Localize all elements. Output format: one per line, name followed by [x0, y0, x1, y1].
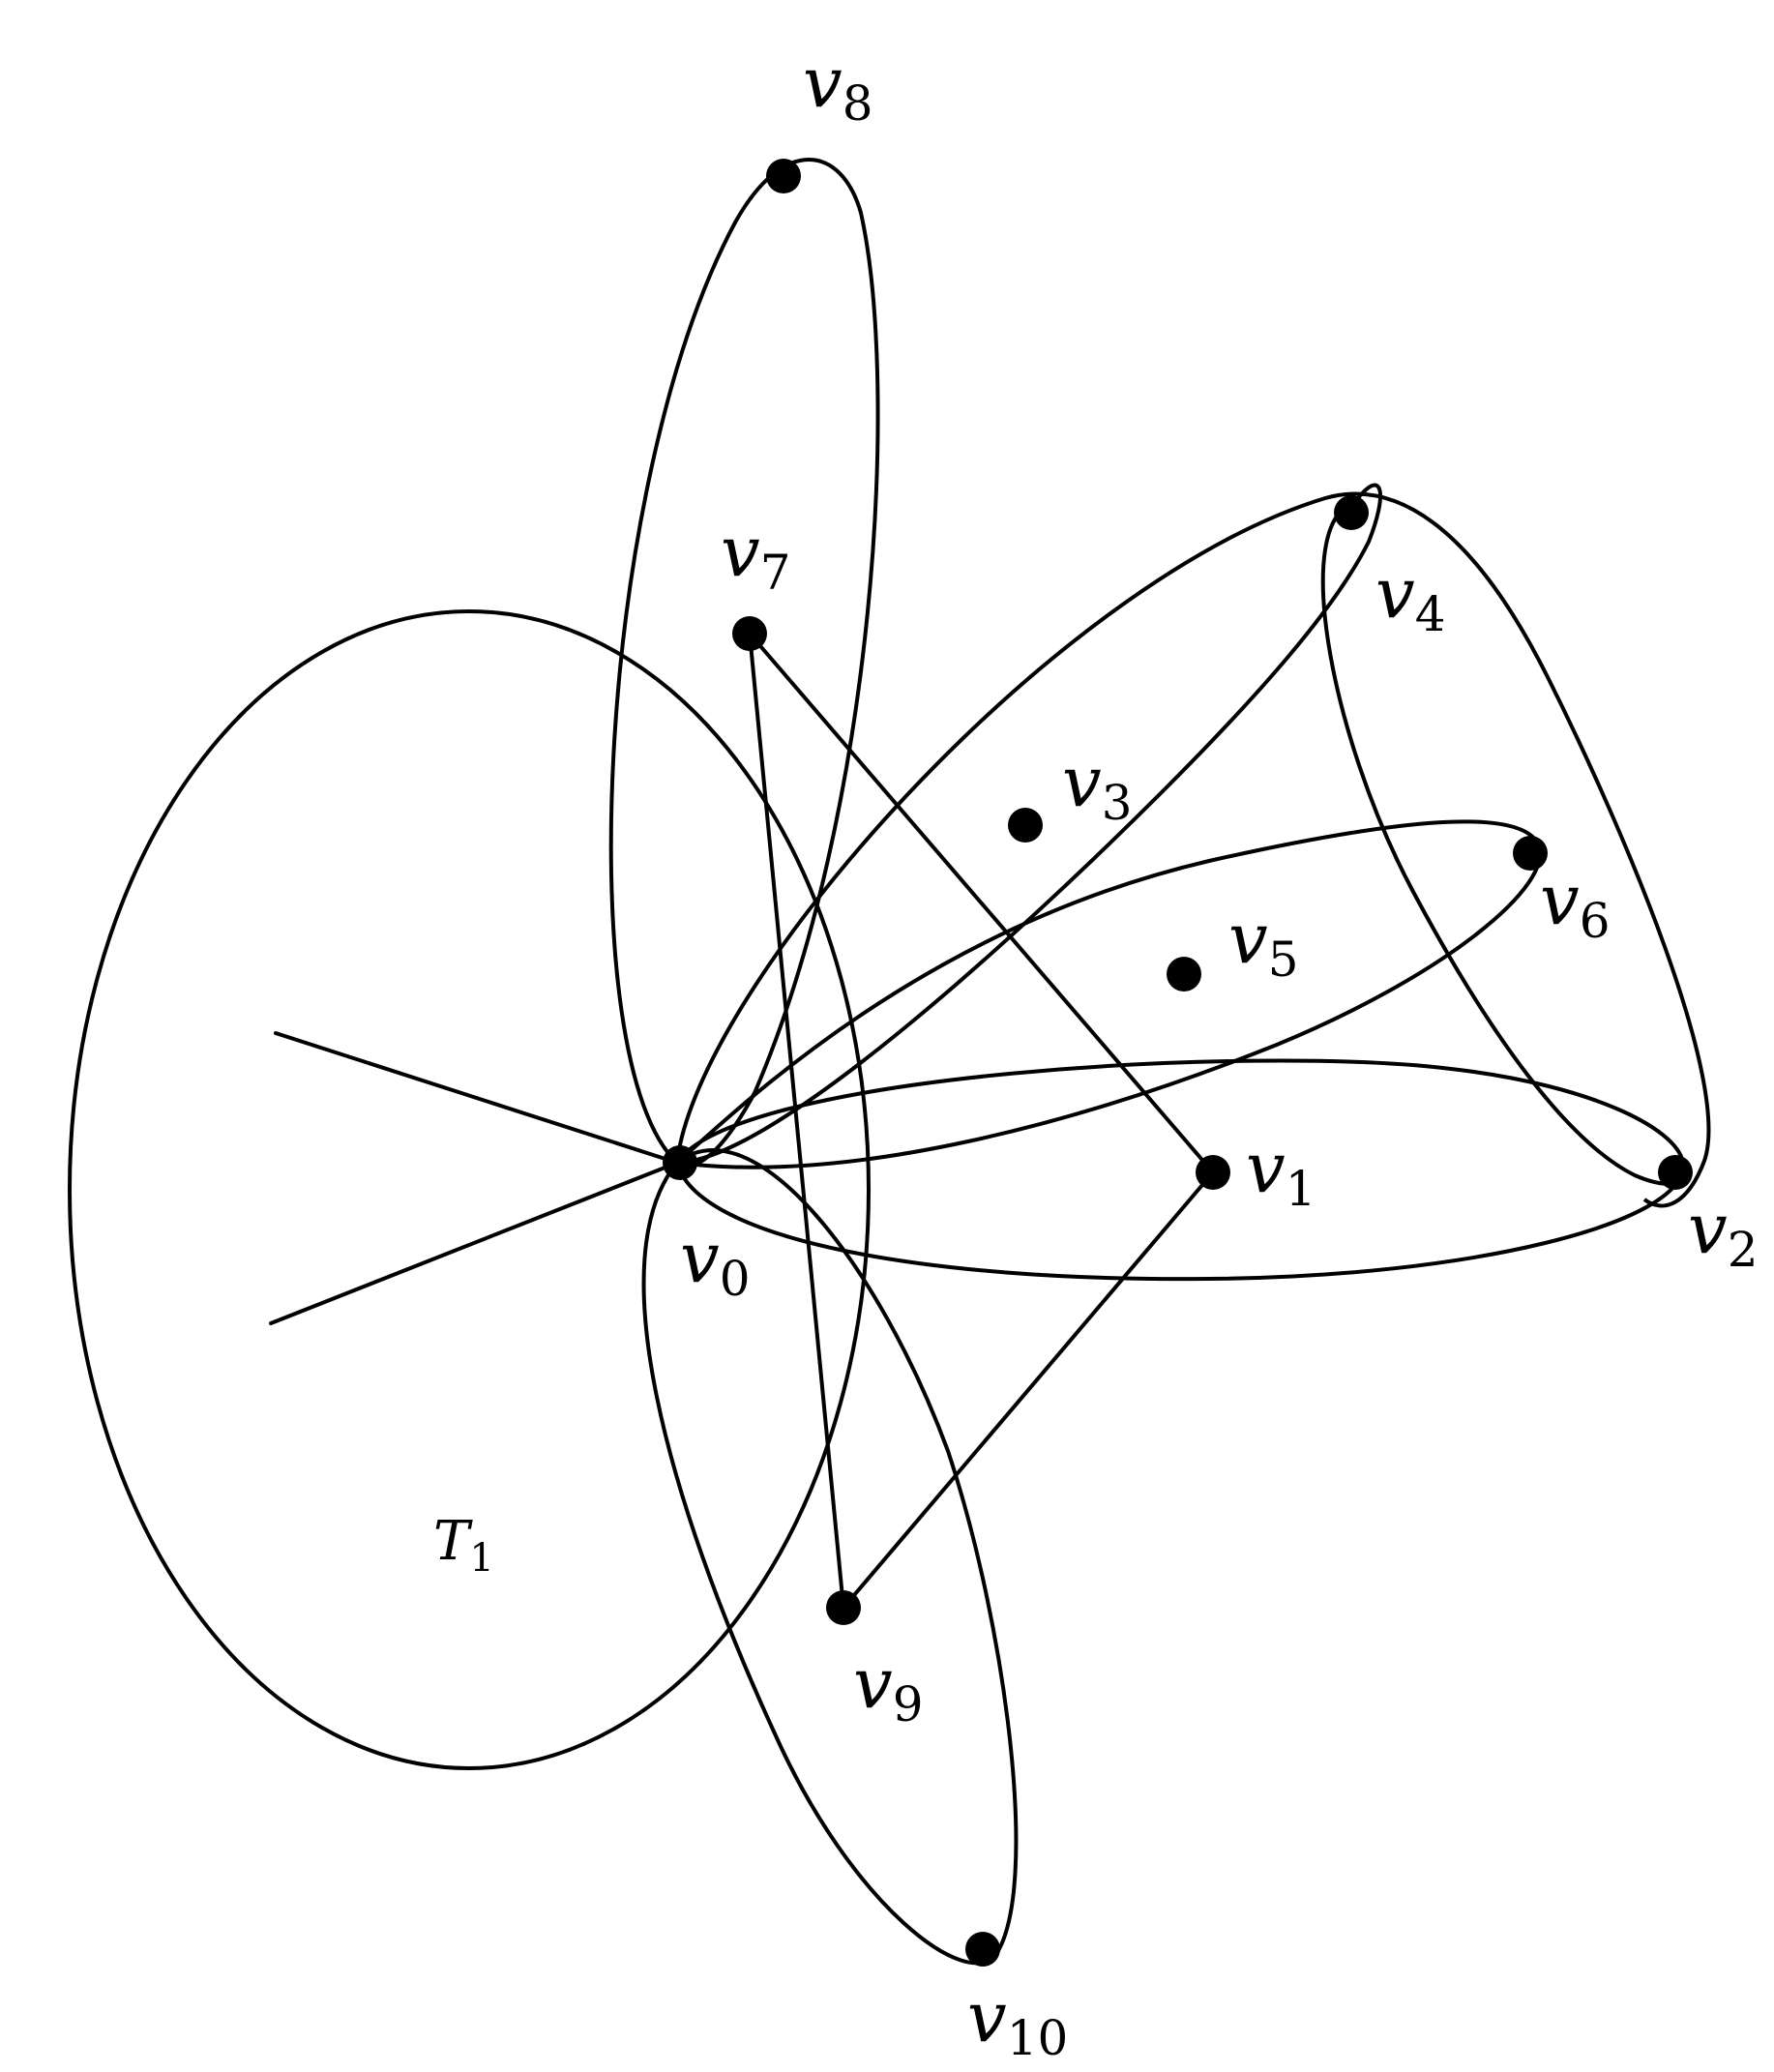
edge-v7-v1 — [748, 632, 1215, 1174]
label-v9: v9 — [853, 1643, 924, 1732]
label-v4: v4 — [1375, 552, 1446, 642]
label-v5: v5 — [1228, 898, 1299, 988]
label-v0: v0 — [680, 1217, 751, 1307]
edge-v7-v9 — [748, 632, 845, 1610]
vertex-v7 — [732, 616, 767, 651]
loop-v0-v4-v2 — [675, 491, 1711, 1208]
region-t1-ellipse — [68, 609, 871, 1770]
vertex-v8 — [766, 159, 801, 193]
label-v6: v6 — [1540, 859, 1611, 949]
label-v8: v8 — [803, 42, 873, 132]
loop-v0-v8 — [608, 158, 880, 1169]
label-v7: v7 — [721, 511, 791, 601]
vertex-v6 — [1513, 836, 1548, 871]
spoke-upper — [274, 1031, 679, 1165]
vertex-v5 — [1167, 957, 1201, 992]
loop-v0-v4 — [676, 483, 1382, 1165]
vertex-v2 — [1658, 1155, 1693, 1190]
label-v2: v2 — [1688, 1188, 1759, 1278]
label-t1: T1 — [433, 1510, 494, 1581]
vertex-v1 — [1196, 1155, 1230, 1190]
vertex-v4 — [1334, 495, 1369, 530]
label-v1: v1 — [1246, 1127, 1316, 1217]
loop-v4-v2 — [1320, 501, 1686, 1186]
vertex-v0 — [663, 1145, 697, 1180]
vertex-v3 — [1008, 808, 1043, 843]
edge-v1-v9 — [842, 1170, 1215, 1610]
vertex-v9 — [826, 1590, 861, 1625]
loop-v0-v6 — [672, 819, 1542, 1169]
vertex-v10 — [965, 1932, 1000, 1967]
label-v3: v3 — [1062, 741, 1133, 831]
spoke-lower — [269, 1161, 679, 1325]
label-v10: v10 — [967, 1976, 1068, 2066]
loop-v0-v2 — [674, 1058, 1686, 1282]
